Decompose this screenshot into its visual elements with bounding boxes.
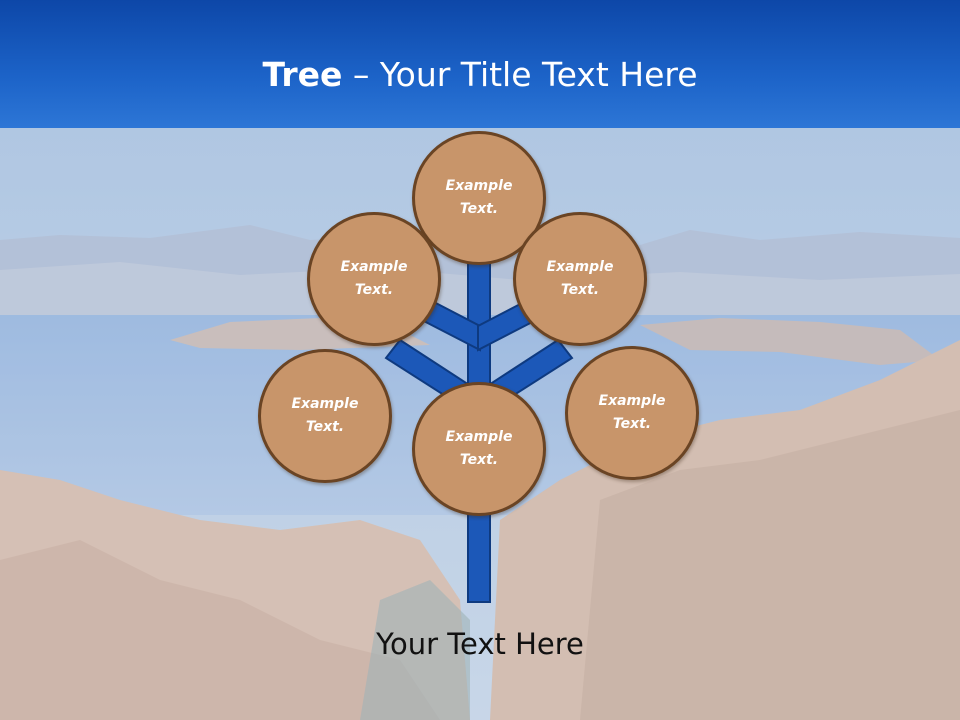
slide-title: Tree – Your Title Text Here bbox=[0, 52, 960, 98]
node-top-text: Example Text. bbox=[445, 178, 513, 217]
node-upper-right: Example Text. bbox=[513, 212, 647, 346]
node-upper-left-text: Example Text. bbox=[340, 259, 408, 298]
node-upper-left: Example Text. bbox=[307, 212, 441, 346]
node-lower-left-text: Example Text. bbox=[291, 396, 359, 435]
node-lower-right-text: Example Text. bbox=[598, 393, 666, 432]
node-center: Example Text. bbox=[412, 382, 546, 516]
slide-caption: Your Text Here bbox=[376, 627, 584, 661]
title-rest: – Your Title Text Here bbox=[342, 55, 698, 94]
title-bar bbox=[0, 0, 960, 128]
node-upper-right-text: Example Text. bbox=[546, 259, 614, 298]
node-center-text: Example Text. bbox=[445, 429, 513, 468]
title-bold: Tree bbox=[262, 55, 343, 94]
node-lower-left: Example Text. bbox=[258, 349, 392, 483]
node-lower-right: Example Text. bbox=[565, 346, 699, 480]
